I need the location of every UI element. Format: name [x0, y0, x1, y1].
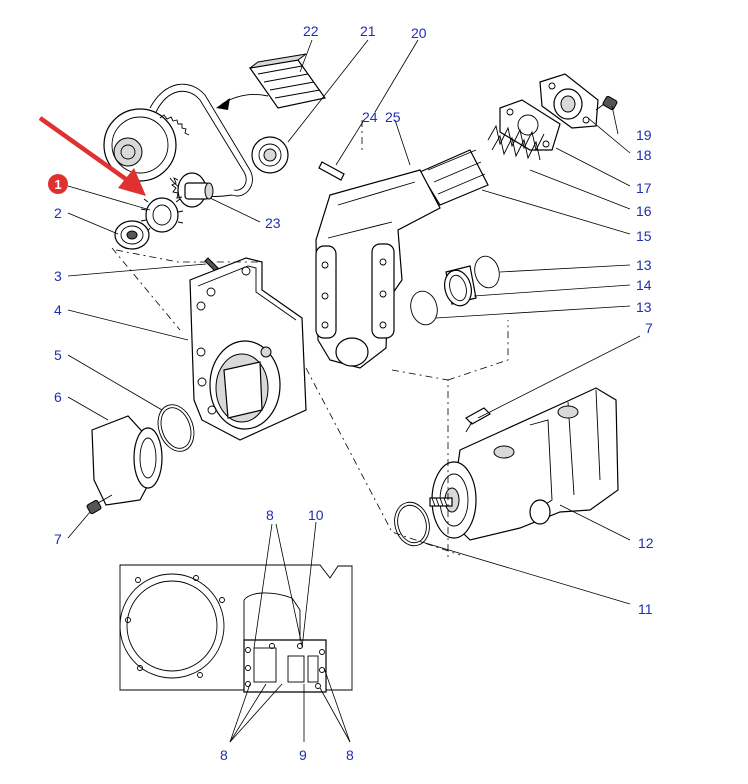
o-ring-13-top	[474, 255, 500, 289]
dowel-pin-24	[318, 161, 345, 181]
o-ring-13-bottom	[410, 290, 438, 326]
marker-number: 1	[54, 177, 61, 192]
callout-9: 9	[299, 747, 307, 763]
callout-16: 16	[636, 203, 652, 219]
callout-7-right: 7	[645, 320, 653, 336]
callout-6: 6	[54, 389, 62, 405]
callout-17: 17	[636, 180, 652, 196]
callout-2: 2	[54, 205, 62, 221]
sleeve-14	[444, 265, 477, 307]
callout-10: 10	[308, 507, 324, 523]
callout-18: 18	[636, 147, 652, 163]
bearing-2	[114, 220, 150, 250]
valve-plate-17	[499, 99, 561, 151]
belt-segment-22	[248, 53, 327, 109]
callout-14: 14	[636, 277, 652, 293]
leader-lines	[67, 39, 641, 743]
gear-sprocket	[140, 197, 184, 233]
callout-21: 21	[360, 23, 376, 39]
callout-13-top: 13	[636, 257, 652, 273]
engine-timing-case	[119, 564, 353, 693]
callout-7-left: 7	[54, 531, 62, 547]
callout-25: 25	[385, 109, 401, 125]
callout-3: 3	[54, 268, 62, 284]
callout-4: 4	[54, 302, 62, 318]
highlight-arrow	[38, 116, 146, 196]
callout-23: 23	[265, 215, 281, 231]
callout-24: 24	[362, 109, 378, 125]
callout-15: 15	[636, 228, 652, 244]
callout-8-bottom-right: 8	[346, 747, 354, 763]
bolt-19	[595, 95, 618, 111]
cover-plate-6	[91, 415, 163, 506]
tensioner-bearing-21	[251, 136, 289, 174]
valve-cover-18	[539, 73, 599, 129]
o-ring-5	[157, 404, 195, 452]
marker-badge: 1	[48, 174, 68, 194]
callout-8-bottom-left: 8	[220, 747, 228, 763]
assembly-center-lines	[111, 120, 509, 560]
callout-22: 22	[303, 23, 319, 39]
callout-5: 5	[54, 347, 62, 363]
belt-direction-arrow	[216, 93, 269, 110]
callout-12: 12	[638, 535, 654, 551]
callout-19: 19	[636, 127, 652, 143]
crankshaft-pulley	[103, 108, 190, 182]
callout-8-top: 8	[266, 507, 274, 523]
intake-pipe-15	[315, 149, 489, 369]
spring-16	[487, 124, 545, 161]
callout-13-bottom: 13	[636, 299, 652, 315]
callout-11: 11	[638, 601, 653, 617]
bolt-7-right	[465, 407, 491, 433]
bolt-7-left	[86, 494, 113, 515]
drive-housing-4	[189, 257, 307, 441]
pin-3	[204, 257, 219, 272]
callout-numbers: 22 21 20 24 25 19 18 17 16 15 23 2 3 4 5…	[54, 23, 654, 763]
callout-20: 20	[411, 25, 427, 41]
gear-23	[171, 172, 214, 208]
o-ring-11	[394, 501, 430, 547]
hydraulic-pump-12	[429, 387, 619, 541]
